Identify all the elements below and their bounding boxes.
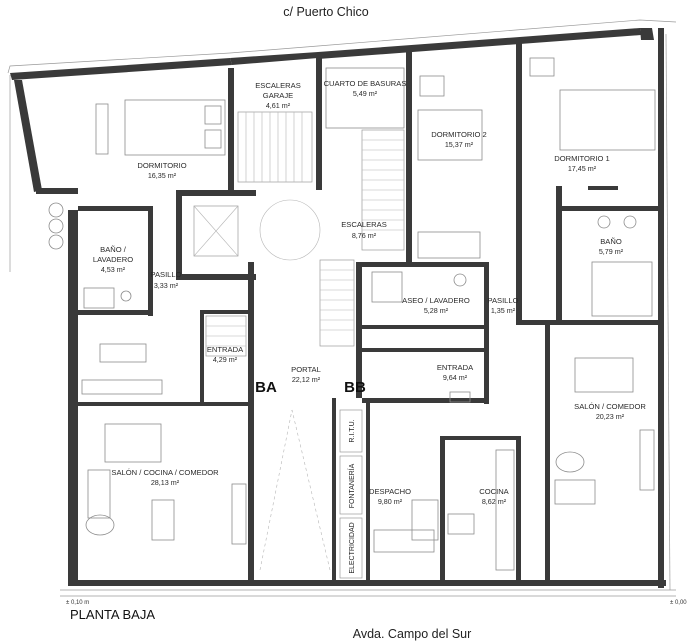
stairs-garage <box>237 111 313 183</box>
ritu-label: R.I.T.U. <box>349 419 356 442</box>
room-despacho-name: DESPACHO <box>369 487 411 496</box>
installations: R.I.T.U. FONTANERÍA ELECTRICIDAD <box>339 409 363 579</box>
room-bano-right-area: 5,79 m² <box>599 247 624 256</box>
room-dormitorio-area: 16,35 m² <box>148 171 177 180</box>
room-escaleras-garaje-name1: ESCALERAS <box>255 81 301 90</box>
room-aseo-lavadero-area: 5,28 m² <box>424 306 449 315</box>
room-labels: ESCALERAS GARAJE 4,61 m² CUARTO DE BASUR… <box>93 79 646 506</box>
room-pasillo-right-name: PASILLO <box>487 296 518 305</box>
level-right: ± 0,00 <box>670 600 687 606</box>
level-left: ± 0,10 m <box>66 600 89 606</box>
facade-outline <box>7 19 677 597</box>
plan-title: PLANTA BAJA <box>70 607 155 622</box>
room-dormitorio-name: DORMITORIO <box>137 161 186 170</box>
room-salon-comedor-name: SALÓN / COMEDOR <box>574 402 646 411</box>
section-marker-ba: BA <box>255 379 277 396</box>
elevator-shaft <box>193 205 239 257</box>
electricidad-label: ELECTRICIDAD <box>349 522 356 573</box>
room-pasillo-left-name: PASILLO <box>150 270 181 279</box>
room-portal-area: 22,12 m² <box>292 375 321 384</box>
furniture <box>48 57 656 571</box>
portal-paving <box>259 409 331 571</box>
room-dormitorio-1-area: 17,45 m² <box>568 164 597 173</box>
room-salon-cocina-comedor-name: SALÓN / COCINA / COMEDOR <box>111 468 219 477</box>
room-pasillo-right-area: 1,35 m² <box>491 306 516 315</box>
exterior-walls <box>10 28 666 588</box>
stairs-main <box>259 129 405 347</box>
room-dormitorio-2-name: DORMITORIO 2 <box>431 130 487 139</box>
fontaneria-label: FONTANERÍA <box>347 463 356 508</box>
room-aseo-lavadero-name: ASEO / LAVADERO <box>402 296 470 305</box>
room-pasillo-left-area: 3,33 m² <box>154 281 179 290</box>
room-salon-comedor-area: 20,23 m² <box>596 412 625 421</box>
stairs-entrance <box>205 315 247 357</box>
room-bano-right-name: BAÑO <box>600 237 622 246</box>
section-marker-bb: BB <box>344 379 366 396</box>
room-salon-cocina-comedor-area: 28,13 m² <box>151 478 180 487</box>
street-bottom-label: Avda. Campo del Sur <box>353 627 472 641</box>
room-escaleras-area: 8,76 m² <box>352 231 377 240</box>
room-entrada-left-name: ENTRADA <box>207 345 244 354</box>
room-escaleras-garaje-name2: GARAJE <box>263 91 293 100</box>
room-entrada-right-area: 9,64 m² <box>443 373 468 382</box>
room-escaleras-garaje-area: 4,61 m² <box>266 101 291 110</box>
room-cocina-name: COCINA <box>479 487 509 496</box>
room-bano-lavadero-area: 4,53 m² <box>101 265 126 274</box>
interior-walls <box>78 40 658 580</box>
room-entrada-left-area: 4,29 m² <box>213 355 238 364</box>
room-entrada-right-name: ENTRADA <box>437 363 474 372</box>
room-cuarto-basuras-area: 5,49 m² <box>353 89 378 98</box>
street-top-label: c/ Puerto Chico <box>283 5 369 19</box>
room-cocina-area: 8,62 m² <box>482 497 507 506</box>
room-cuarto-basuras-name: CUARTO DE BASURAS <box>324 79 407 88</box>
room-dormitorio-2-area: 15,37 m² <box>445 140 474 149</box>
room-dormitorio-1-name: DORMITORIO 1 <box>554 154 610 163</box>
room-escaleras-name: ESCALERAS <box>341 220 387 229</box>
room-despacho-area: 9,80 m² <box>378 497 403 506</box>
room-bano-lavadero-name2: LAVADERO <box>93 255 133 264</box>
room-bano-lavadero-name1: BAÑO / <box>100 245 127 254</box>
room-portal-name: PORTAL <box>291 365 321 374</box>
